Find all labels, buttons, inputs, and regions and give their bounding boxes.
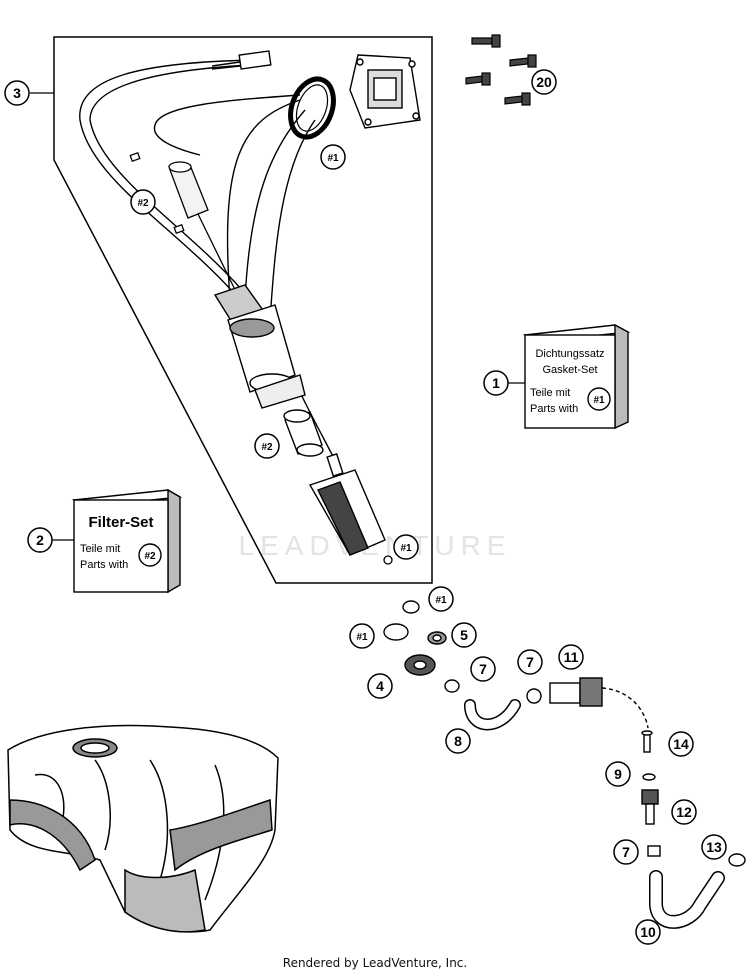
leader-lines	[30, 92, 525, 541]
fuel-pump	[213, 284, 306, 409]
callout-9: 9	[614, 766, 622, 782]
callout-4: 4	[376, 678, 384, 694]
callout-14: 14	[673, 736, 689, 752]
callout-labels: 3 2 1 20 5 4 7 7 9 11 8 14 12 7 13 10	[13, 74, 722, 940]
hash-1d: #1	[400, 543, 412, 554]
gasket-line1: Teile mit	[530, 387, 570, 399]
gasket-line2: Parts with	[530, 403, 578, 415]
gasket-title-de: Dichtungssatz	[535, 348, 604, 360]
gasket-set-box	[522, 323, 631, 430]
callout-1: 1	[492, 375, 500, 391]
callout-13: 13	[706, 839, 722, 855]
hash-2a: #2	[137, 198, 149, 209]
small-fittings	[641, 730, 746, 867]
filter-housing	[308, 453, 386, 556]
hash-2b: #2	[261, 442, 273, 453]
pump-flange	[349, 54, 421, 129]
flange-seal	[288, 76, 336, 140]
callout-5: 5	[460, 627, 468, 643]
o-ring-small	[383, 555, 393, 565]
callout-7c: 7	[622, 844, 630, 860]
filter-ref: #2	[144, 551, 156, 562]
callout-7a: 7	[479, 661, 487, 677]
filter-line1: Teile mit	[80, 543, 120, 555]
callout-8: 8	[454, 733, 462, 749]
filter-sleeve	[283, 409, 324, 457]
callout-circles	[4, 69, 727, 945]
callout-11: 11	[564, 649, 579, 665]
screws	[465, 34, 537, 106]
filter-ref-circle	[138, 543, 162, 567]
gasket-ref: #1	[593, 395, 605, 406]
hash-1b: #1	[435, 595, 447, 606]
wire-connector	[211, 50, 272, 70]
hash-1a: #1	[327, 153, 339, 164]
callout-3: 3	[13, 85, 21, 101]
seal-parts	[383, 600, 460, 693]
pump-hoses	[79, 59, 341, 471]
fuel-tank	[7, 724, 279, 933]
callout-2: 2	[36, 532, 44, 548]
filter-title: Filter-Set	[88, 514, 153, 531]
callout-20: 20	[536, 74, 552, 90]
gasket-title-en: Gasket-Set	[542, 364, 597, 376]
hash-1c: #1	[356, 632, 368, 643]
filter-line2: Parts with	[80, 559, 128, 571]
quick-coupler-11	[526, 677, 649, 729]
gasket-ref-circle	[587, 387, 611, 411]
footer-credit: Rendered by LeadVenture, Inc.	[282, 956, 468, 970]
hash-callouts: #1 #1 #1 #1 #2 #2	[137, 153, 447, 643]
callout-10: 10	[640, 924, 656, 940]
callout-7b: 7	[526, 654, 534, 670]
inline-filter	[129, 151, 241, 301]
filter-set-box	[71, 488, 183, 594]
callout-12: 12	[676, 804, 692, 820]
assembly-frame	[53, 36, 433, 584]
